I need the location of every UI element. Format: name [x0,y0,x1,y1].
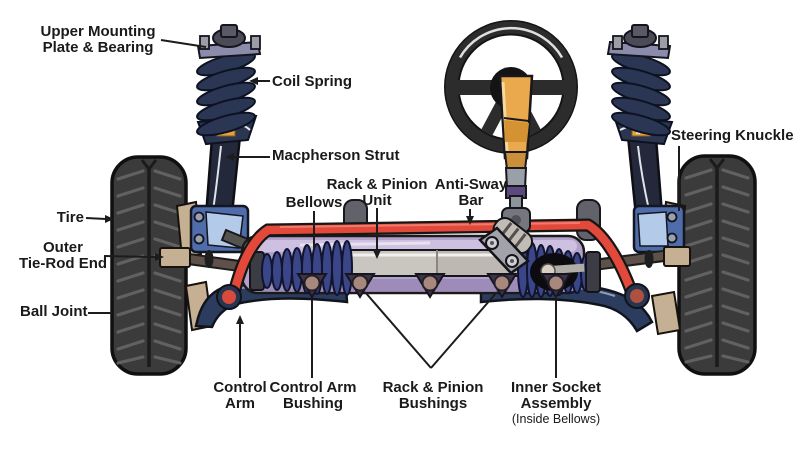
left-sway-bar-link [216,284,242,310]
label-rack-pinion-unit: Rack & Pinion Unit [326,176,428,209]
right-macpherson-strut [606,24,674,218]
label-bellows: Bellows [285,194,343,211]
right-upper-mounting-plate [606,24,672,60]
leader-lines [85,39,680,378]
right-sway-bar-link [624,283,650,309]
left-coil-spring [196,51,256,137]
label-tire: Tire [56,209,84,226]
pinion-coupler-plate [478,226,530,275]
label-control-arm: Control Arm [213,379,267,412]
leader-tire [85,217,107,220]
outer-tie-rod-end [159,247,191,268]
label-coil-spring: Coil Spring [272,73,352,90]
leader-arrowheads [105,77,474,324]
bushing [414,273,446,299]
label-upper-mounting-plate: Upper Mounting Plate & Bearing [28,24,168,56]
rack-and-control-arm-bushings [296,273,572,299]
label-line: Plate & Bearing [42,39,154,56]
label-outer-tie-rod-end: Outer Tie-Rod End [18,239,108,272]
right-steering-knuckle-bracket [632,204,686,254]
anti-sway-bar [216,218,650,310]
leader-rack-pinion-bushings [364,291,498,369]
label-control-arm-bushing: Control Arm Bushing [269,379,357,412]
label-line: Upper Mounting [40,23,156,40]
bushing [540,273,572,299]
label-steering-knuckle: Steering Knuckle [671,127,794,144]
label-inner-socket-assembly: Inner Socket Assembly (Inside Bellows) [510,379,602,427]
left-upper-mounting-plate [196,24,262,60]
label-anti-sway-bar: Anti-Sway Bar [434,176,508,209]
leader-outer-tie-rod-end [103,255,157,258]
leader-upper-mounting [160,39,207,48]
bushing [344,273,376,299]
right-bellows [517,242,601,298]
bushing [296,273,328,299]
label-macpherson-strut: Macpherson Strut [272,147,400,164]
left-macpherson-strut [196,24,262,218]
steering-column [478,74,534,275]
bushing [486,273,518,299]
right-coil-spring [611,51,671,137]
label-ball-joint: Ball Joint [20,303,88,320]
label-rack-pinion-bushings: Rack & Pinion Bushings [382,379,484,412]
